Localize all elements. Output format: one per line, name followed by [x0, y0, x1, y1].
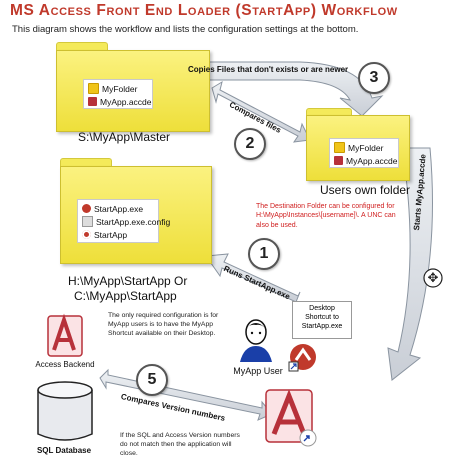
master-folder[interactable]: MyFolder MyApp.accde [56, 50, 210, 132]
startapp-folder-tab [60, 158, 112, 167]
version-mismatch-note: If the SQL and Access Version numbers do… [120, 432, 240, 457]
sql-database-label: SQL Database [36, 446, 92, 455]
list-item[interactable]: StartApp [82, 228, 154, 241]
startapp-folder-label-2: C:\MyApp\StartApp [74, 289, 177, 303]
list-item[interactable]: MyApp.accde [334, 154, 398, 167]
destination-note: The Destination Folder can be configured… [256, 203, 396, 229]
access-backend-label: Access Backend [35, 360, 95, 369]
required-config-note: The only required configuration is for M… [108, 312, 219, 337]
sql-database-icon [37, 381, 93, 441]
startapp-folder[interactable]: StartApp.exe StartApp.exe.config StartAp… [60, 166, 212, 264]
exe-icon [82, 204, 91, 213]
startapp-folder-label-1: H:\MyApp\StartApp Or [68, 274, 188, 288]
step-1-badge: 1 [248, 238, 280, 270]
startapp-shortcut-icon[interactable] [288, 342, 318, 372]
starts-arrow [387, 147, 433, 381]
user-file-list: MyFolder MyApp.accde [329, 138, 399, 168]
user-folder[interactable]: MyFolder MyApp.accde [306, 115, 410, 181]
page-title: MS Access Front End Loader (StartApp) Wo… [10, 2, 398, 19]
copy-arrow [179, 61, 384, 117]
master-folder-tab [56, 42, 108, 51]
desktop-shortcut-callout: Desktop Shortcut to StartApp.exe [292, 301, 352, 339]
step-5-badge: 5 [136, 364, 168, 396]
myapp-access-icon[interactable] [262, 384, 320, 448]
list-item[interactable]: StartApp.exe.config [82, 215, 170, 228]
master-file-list: MyFolder MyApp.accde [83, 79, 153, 109]
list-item[interactable]: StartApp.exe [82, 202, 154, 215]
list-item[interactable]: MyFolder [88, 82, 148, 95]
user-folder-label: Users own folder [320, 183, 411, 197]
list-item[interactable]: MyApp.accde [88, 95, 152, 108]
master-folder-label: S:\MyApp\Master [78, 130, 171, 144]
user-figure-icon [240, 319, 272, 362]
access-logo-icon [47, 313, 83, 357]
step-3-badge: 3 [358, 62, 390, 94]
page-subtitle: This diagram shows the workflow and list… [12, 24, 359, 35]
user-folder-tab [306, 108, 352, 116]
list-item[interactable]: MyFolder [334, 141, 394, 154]
startapp-file-list: StartApp.exe StartApp.exe.config StartAp… [77, 199, 170, 243]
shortcut-icon [82, 230, 91, 239]
copy-arrow-label: Copies Files that don't exists or are ne… [188, 65, 349, 74]
access-file-icon [88, 97, 97, 106]
config-file-icon [82, 216, 93, 227]
move-cursor-icon: ✥ [427, 270, 439, 285]
user-label: MyApp User [233, 366, 283, 376]
step-2-badge: 2 [234, 128, 266, 160]
folder-icon [334, 142, 345, 153]
folder-icon [88, 83, 99, 94]
access-file-icon [334, 156, 343, 165]
